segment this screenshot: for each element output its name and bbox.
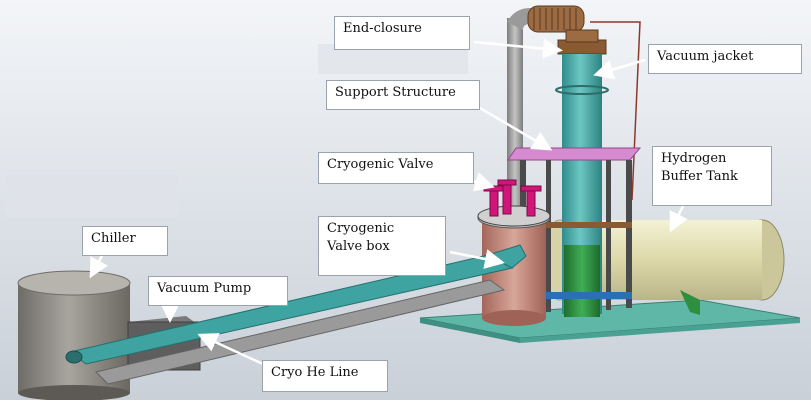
base-plate-edge: [420, 318, 520, 343]
vacuum-jacket-lower-green: [564, 245, 600, 317]
label-cryogenic-line1: Cryogenic: [327, 221, 395, 236]
top-coil: [527, 5, 585, 33]
label-cryogenic-valve: Cryogenic Valve: [318, 152, 474, 184]
label-chiller: Chiller: [82, 226, 168, 256]
label-buffer-tank-line2: Buffer Tank: [661, 169, 738, 184]
label-support-structure: Support Structure: [326, 80, 480, 110]
cryo-he-line-pipe: [65, 244, 527, 385]
chiller: [17, 270, 131, 401]
thin-red-line: [590, 21, 641, 201]
base-plate-edge-2: [520, 318, 800, 343]
label-vacuum-pump: Vacuum Pump: [148, 276, 288, 306]
vacuum-jacket-ring: [555, 85, 609, 95]
support-plate: [507, 147, 642, 161]
label-vacuum-jacket: Vacuum jacket: [648, 44, 802, 74]
label-cryo-he-line: Cryo He Line: [262, 360, 388, 392]
support-crossbar-1: [520, 222, 632, 228]
label-hydrogen-buffer-tank: Hydrogen Buffer Tank: [652, 146, 772, 206]
label-valve-box-line2: Valve box: [327, 239, 390, 254]
label-end-closure: End-closure: [334, 16, 470, 50]
label-hydrogen-line1: Hydrogen: [661, 151, 727, 166]
label-cryogenic-valve-box: Cryogenic Valve box: [318, 216, 446, 276]
background-patch: [6, 175, 178, 217]
end-closure-top: [565, 29, 599, 43]
support-crossbar-2: [520, 292, 632, 299]
grey-vertical-pipe: [507, 18, 523, 223]
